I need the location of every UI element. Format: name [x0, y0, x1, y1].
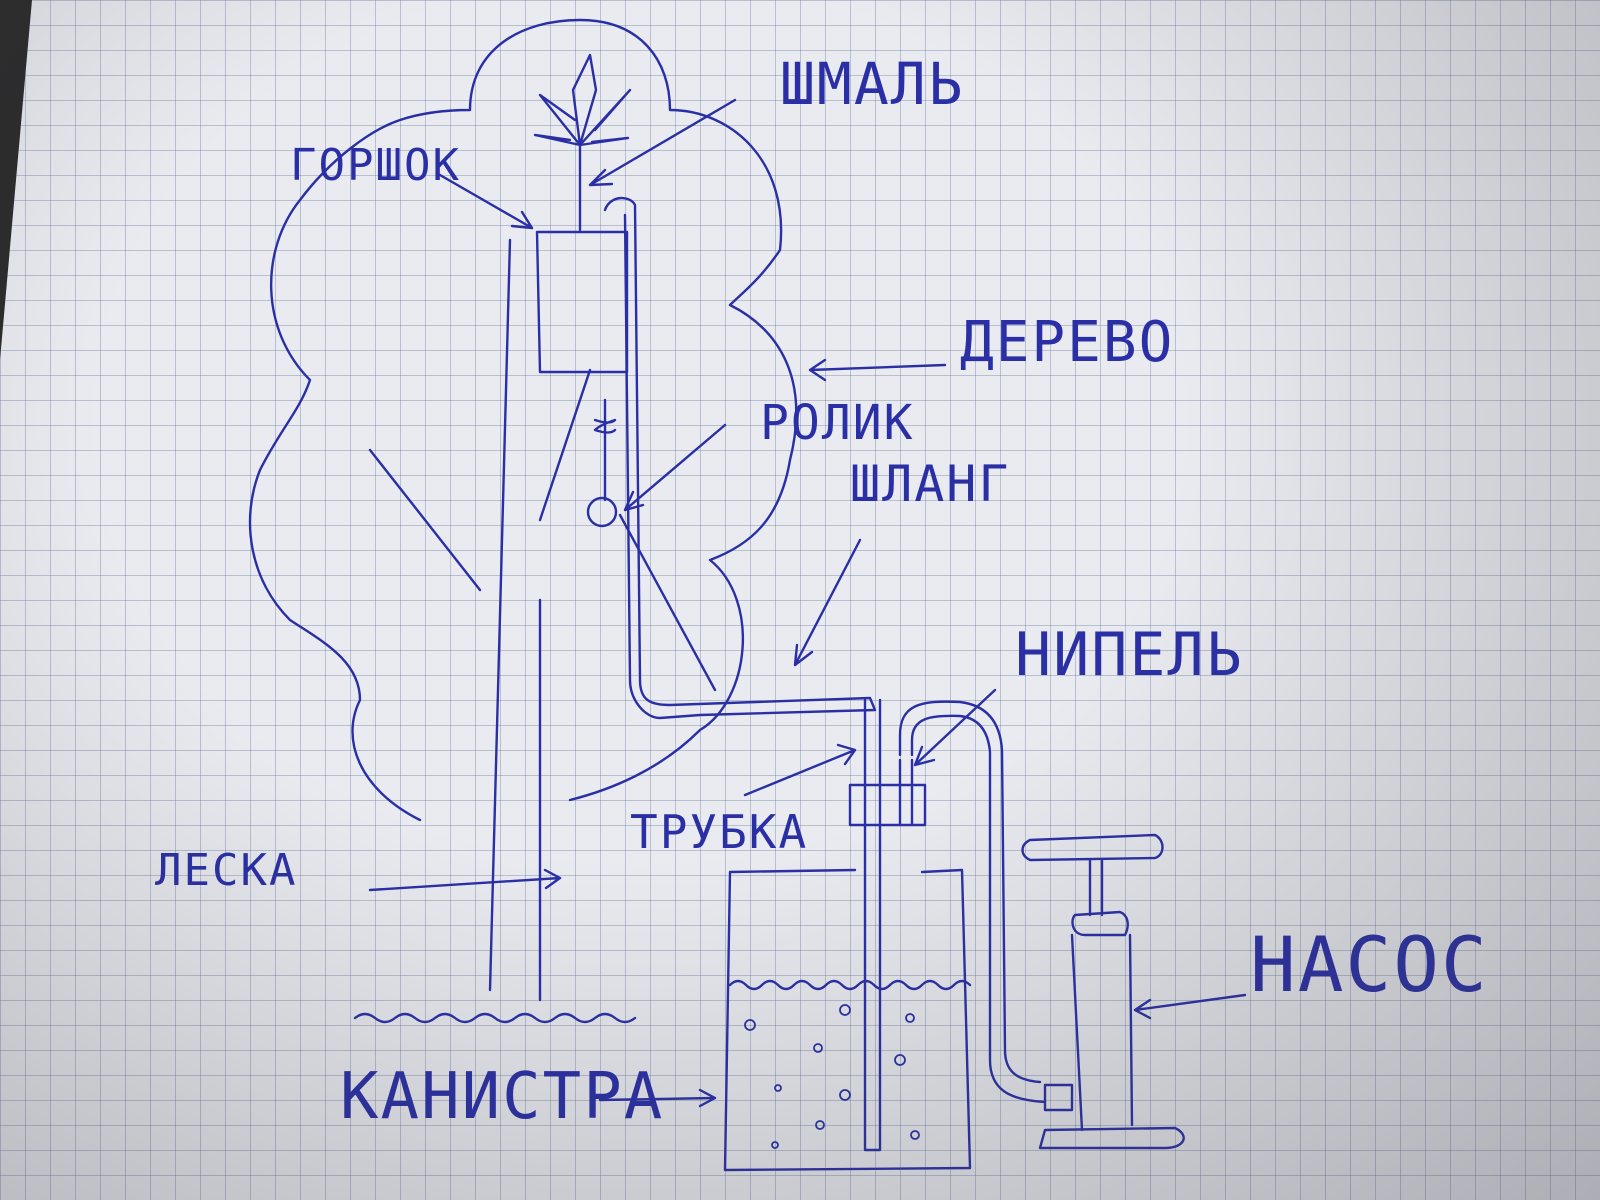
pulley-cord: [593, 398, 717, 692]
pump-hose: [898, 700, 1047, 1104]
pump-shape: [1021, 833, 1185, 1150]
bubbles: [744, 1004, 920, 1149]
canister-shape: [723, 868, 972, 1172]
label-leska: ЛЕСКА: [155, 845, 298, 896]
tree-trunk: [368, 238, 592, 1002]
label-kanistra: КАНИСТРА: [340, 1060, 665, 1134]
label-shlang: ШЛАНГ: [850, 455, 1011, 513]
label-nipel: НИПЕЛЬ: [1015, 620, 1244, 690]
tree-crown-outline: [248, 18, 798, 822]
label-nasos: НАСОС: [1250, 920, 1489, 1009]
nipple-connector: [848, 758, 927, 827]
label-rolik: РОЛИК: [760, 395, 915, 451]
label-trubka: ТРУБКА: [630, 805, 809, 859]
pointer-arrows: [368, 98, 1247, 1108]
ground-line: [353, 1012, 637, 1024]
pulley-icon: [586, 496, 618, 528]
pot-shape: [535, 230, 629, 374]
label-gorshok: ГОРШОК: [290, 140, 461, 191]
label-shmal: ШМАЛЬ: [780, 50, 965, 118]
hose-line: [603, 196, 877, 720]
plant-leaf-icon: [533, 53, 632, 232]
liquid-surface: [728, 979, 972, 991]
tube-line: [863, 698, 882, 1152]
label-derevo: ДЕРЕВО: [960, 310, 1175, 375]
